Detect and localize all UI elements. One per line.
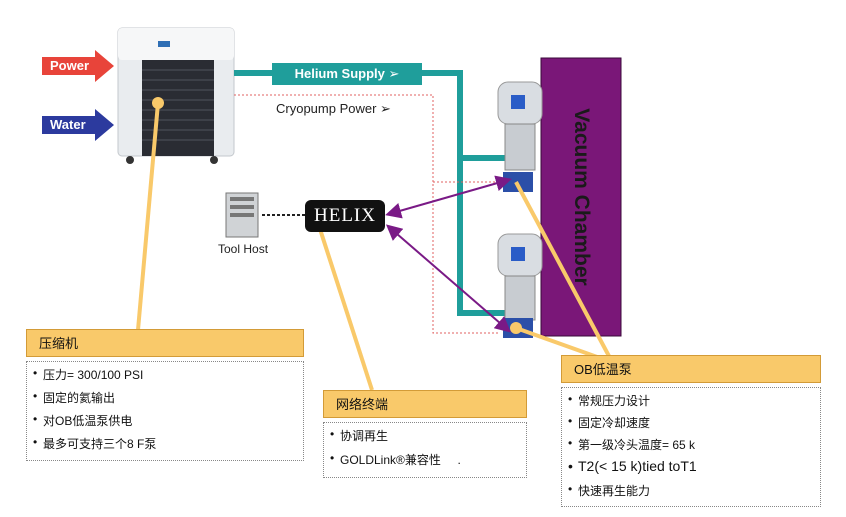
callout-lines — [136, 102, 612, 391]
cryopump-item: 常规压力设计 — [562, 392, 820, 414]
cryopump-title: OB低温泵 — [561, 355, 821, 383]
power-label: Power — [50, 58, 90, 73]
compressor-item: 固定的氦输出 — [27, 389, 303, 412]
cryopump-item: T2(< 15 k)tied toT1 — [562, 458, 820, 482]
compressor-unit — [117, 27, 235, 164]
helix-link-bottom — [385, 224, 512, 333]
network-title: 网络终端 — [323, 390, 527, 418]
cryopump-item: 快速再生能力 — [562, 482, 820, 504]
cryopump-item: 固定冷却速度 — [562, 414, 820, 436]
vacuum-chamber — [540, 57, 622, 337]
water-label: Water — [50, 117, 86, 132]
vacuum-chamber-text: Vacuum Chamber — [570, 108, 593, 286]
helix-link-top — [385, 175, 512, 219]
network-item: 协调再生 — [324, 427, 526, 451]
tool-host-label: Tool Host — [218, 242, 269, 256]
network-details: 协调再生 GOLDLink®兼容性 . — [323, 422, 527, 478]
cryopump-power-label: Cryopump Power ➢ — [276, 101, 391, 116]
compressor-details: 压力= 300/100 PSI 固定的氦输出 对OB低温泵供电 最多可支持三个8… — [26, 361, 304, 461]
cryopump-details: 常规压力设计 固定冷却速度 第一级冷头温度= 65 k T2(< 15 k)ti… — [561, 387, 821, 507]
cryopump-callout-dot — [510, 322, 522, 334]
tool-host-computer — [225, 192, 259, 238]
compressor-item: 对OB低温泵供电 — [27, 412, 303, 435]
cryopump-top — [497, 81, 543, 192]
compressor-callout-dot — [152, 97, 164, 109]
helix-controller: HELIX — [305, 200, 385, 232]
network-item: GOLDLink®兼容性 . — [324, 451, 526, 475]
compressor-title: 压缩机 — [26, 329, 304, 357]
compressor-item: 压力= 300/100 PSI — [27, 366, 303, 389]
helium-supply-label: Helium Supply ➢ — [272, 63, 422, 85]
compressor-item: 最多可支持三个8 F泵 — [27, 435, 303, 458]
power-arrow — [42, 50, 114, 82]
vacuum-chamber-label: Vacuum Chamber — [541, 58, 621, 336]
cryopump-item: 第一级冷头温度= 65 k — [562, 436, 820, 458]
water-arrow — [42, 109, 114, 141]
cryopump-bottom — [497, 233, 543, 338]
